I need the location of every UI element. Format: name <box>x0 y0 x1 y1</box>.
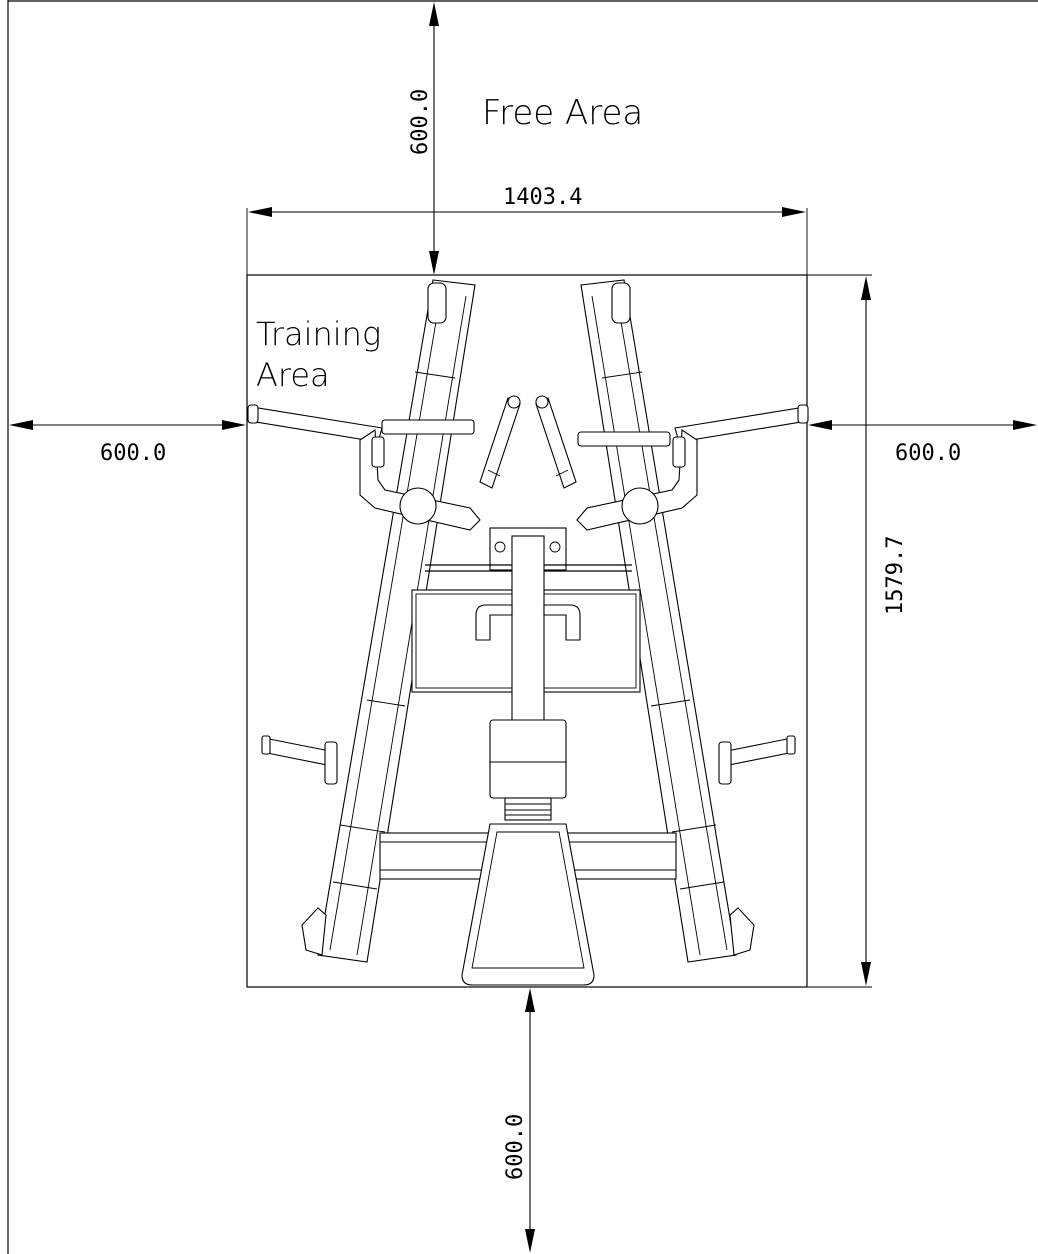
dimension-bottom-clearance-text: 600.0 <box>503 1114 528 1180</box>
right-handle-arm <box>576 404 809 531</box>
dimension-training-length-text: 1579.7 <box>883 536 908 615</box>
dimension-right-clearance-text: 600.0 <box>895 441 961 466</box>
free-area-border <box>7 0 1038 1254</box>
dimension-left-clearance-text: 600.0 <box>100 441 166 466</box>
machine-top-view <box>247 279 809 986</box>
left-handle-arm <box>247 404 481 531</box>
training-area-boundary <box>246 274 808 988</box>
dimension-training-length: 1579.7 <box>861 276 908 986</box>
right-upright-beam <box>580 279 737 963</box>
foot-platform <box>461 823 595 986</box>
center-column <box>475 535 581 821</box>
training-area-label-line2: Area <box>256 356 330 394</box>
dimension-right-clearance: 600.0 <box>808 420 1037 466</box>
free-area-label: Free Area <box>482 93 643 133</box>
training-area-label-line1: Training <box>256 315 381 353</box>
dimension-top-clearance-text: 600.0 <box>408 89 433 155</box>
dimension-left-clearance: 600.0 <box>9 420 246 466</box>
extension-lines <box>246 208 872 988</box>
dimension-top-clearance: 600.0 <box>408 2 439 275</box>
rear-wheels <box>301 907 755 956</box>
dimension-bottom-clearance: 600.0 <box>503 988 535 1253</box>
dimension-training-width: 1403.4 <box>248 185 806 217</box>
dimension-training-width-text: 1403.4 <box>503 185 582 210</box>
right-weight-horn <box>718 735 796 785</box>
left-upright-beam <box>317 279 476 963</box>
center-grips <box>479 395 577 489</box>
left-weight-horn <box>261 735 338 785</box>
